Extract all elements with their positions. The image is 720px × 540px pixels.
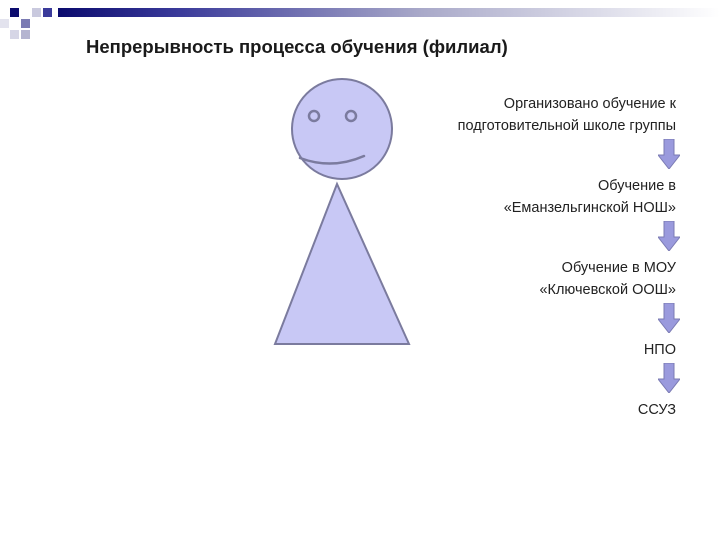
header-squares-decoration: [0, 7, 52, 39]
step-1-text: Организовано обучение к подготовительной…: [457, 96, 676, 134]
figure-smile: [298, 154, 366, 165]
down-arrow-icon: [658, 139, 680, 169]
down-arrow-icon: [658, 303, 680, 333]
figure-head: [291, 78, 393, 180]
down-arrow-icon: [658, 363, 680, 393]
down-arrow-icon: [658, 221, 680, 251]
figure-body-triangle: [273, 181, 411, 345]
figure-left-eye: [307, 109, 321, 123]
step-3-text: Обучение в МОУ «Ключевской ООШ»: [539, 260, 676, 298]
slide-title: Непрерывность процесса обучения (филиал): [86, 36, 508, 57]
figure-right-eye: [344, 109, 358, 123]
stick-figure: [273, 78, 411, 345]
step-2-text: Обучение в «Еманзельгинской НОШ»: [503, 178, 676, 216]
step-4-text: НПО: [643, 342, 676, 358]
step-5-text: ССУЗ: [637, 402, 676, 418]
header-gradient-bar: [58, 8, 720, 17]
education-flow: Организовано обучение к подготовительной…: [376, 93, 680, 421]
